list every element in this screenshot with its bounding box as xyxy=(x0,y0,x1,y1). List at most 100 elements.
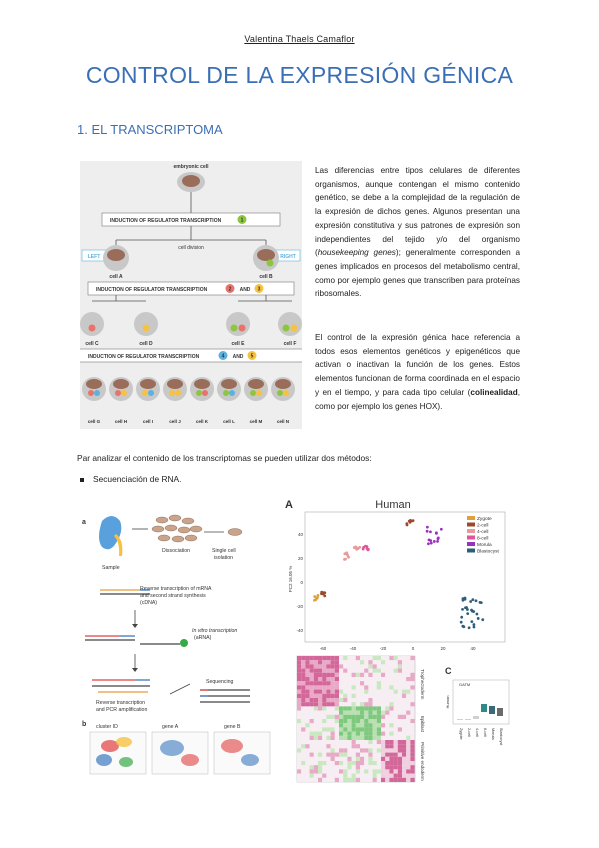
heatmap-cell xyxy=(389,689,394,694)
heatmap-cell xyxy=(393,735,398,740)
heatmap-cell xyxy=(368,677,373,682)
heatmap-cell xyxy=(385,698,390,703)
heatmap-cell xyxy=(326,668,331,673)
heatmap-cell xyxy=(364,698,369,703)
heatmap-cell xyxy=(351,672,356,677)
heatmap-cell xyxy=(368,710,373,715)
heatmap-cell xyxy=(343,714,348,719)
heatmap-cell xyxy=(351,748,356,753)
box-1 xyxy=(465,719,471,720)
heatmap-cell xyxy=(339,656,344,661)
heatmap-cell xyxy=(385,719,390,724)
pca-point xyxy=(314,598,318,602)
heatmap-cell xyxy=(368,723,373,728)
heatmap-cell xyxy=(397,702,402,707)
cell-division-label: cell division xyxy=(178,245,204,251)
heatmap-cell xyxy=(402,714,407,719)
heatmap-cell xyxy=(305,761,310,766)
heatmap-cell xyxy=(309,727,314,732)
heatmap-cell xyxy=(376,769,381,774)
factor-1-number: 1 xyxy=(241,218,244,224)
heatmap-cell xyxy=(410,731,415,736)
heatmap-cell xyxy=(297,765,302,770)
heatmap-cell xyxy=(326,656,331,661)
heatmap-cell xyxy=(318,698,323,703)
heatmap-cell xyxy=(330,656,335,661)
heatmap-cell xyxy=(376,698,381,703)
pca-point xyxy=(469,600,473,603)
heatmap-cell xyxy=(313,769,318,774)
heatmap-cell xyxy=(389,668,394,673)
heatmap-cell xyxy=(343,706,348,711)
bullet-rna-seq: Secuenciación de RNA. xyxy=(80,474,181,484)
heatmap-cell xyxy=(297,773,302,778)
cell-m-label: cell M xyxy=(250,419,263,424)
heatmap-cell xyxy=(389,656,394,661)
heatmap-cell xyxy=(334,668,339,673)
heatmap-cell xyxy=(385,710,390,715)
cell-e-factor-2 xyxy=(238,324,246,332)
heatmap-cell xyxy=(326,689,331,694)
heatmap-cell xyxy=(372,756,377,761)
heatmap-cell xyxy=(322,668,327,673)
heatmap-cell xyxy=(364,664,369,669)
pca-point xyxy=(436,539,439,543)
heatmap-cell xyxy=(334,693,339,698)
heatmap-cell xyxy=(347,702,352,707)
heatmap-cell xyxy=(364,740,369,745)
heatmap-cell xyxy=(351,777,356,782)
heatmap-cell xyxy=(402,719,407,724)
heatmap-cell xyxy=(334,719,339,724)
heatmap-cell xyxy=(326,727,331,732)
heatmap-cell xyxy=(397,740,402,745)
heatmap-cell xyxy=(313,773,318,778)
heatmap-cell xyxy=(410,672,415,677)
heatmap-cell xyxy=(381,752,386,757)
heatmap-cell xyxy=(351,664,356,669)
heatmap-cell xyxy=(334,664,339,669)
heatmap-cell xyxy=(364,706,369,711)
heatmap-cell xyxy=(393,714,398,719)
pca-point xyxy=(362,546,365,549)
heatmap-cell xyxy=(309,685,314,690)
heatmap-cell xyxy=(360,765,365,770)
heatmap-cell xyxy=(347,685,352,690)
heatmap-cell xyxy=(301,706,306,711)
heatmap-cell xyxy=(368,706,373,711)
heatmap-cell xyxy=(309,731,314,736)
heatmap-cell xyxy=(339,681,344,686)
heatmap-cell xyxy=(322,664,327,669)
cell-b-factor-1 xyxy=(266,259,274,267)
bullet-icon xyxy=(80,477,84,482)
heatmap-cell xyxy=(393,744,398,749)
left-label: LEFT xyxy=(88,254,101,260)
heatmap-cell xyxy=(372,656,377,661)
heatmap-cell xyxy=(339,769,344,774)
heatmap-cell xyxy=(313,744,318,749)
y-tick-1: 40 xyxy=(298,532,304,537)
heatmap-cell xyxy=(305,685,310,690)
heatmap-cell xyxy=(376,740,381,745)
heatmap-cell xyxy=(406,740,411,745)
cell-e xyxy=(226,312,250,336)
heatmap-cell xyxy=(381,677,386,682)
heatmap-cell xyxy=(397,660,402,665)
heatmap-cell xyxy=(385,706,390,711)
heatmap-cell xyxy=(406,761,411,766)
heatmap-cell xyxy=(318,714,323,719)
heatmap-cell xyxy=(339,668,344,673)
heatmap-cell xyxy=(385,677,390,682)
heatmap-cell xyxy=(297,756,302,761)
heatmap-cell xyxy=(339,756,344,761)
heatmap-cell xyxy=(368,660,373,665)
heatmap-cell xyxy=(385,756,390,761)
heatmap-cell xyxy=(330,719,335,724)
scrnaseq-workflow-diagram: a Sample Dissociation Single cell isolat… xyxy=(82,514,271,775)
heatmap-cell xyxy=(301,735,306,740)
cell-e-factor-1 xyxy=(230,324,238,332)
heatmap-cell xyxy=(297,719,302,724)
heatmap-cell xyxy=(360,752,365,757)
heatmap-cell xyxy=(297,744,302,749)
and-label-2: AND xyxy=(233,354,244,360)
heatmap-cell xyxy=(397,719,402,724)
